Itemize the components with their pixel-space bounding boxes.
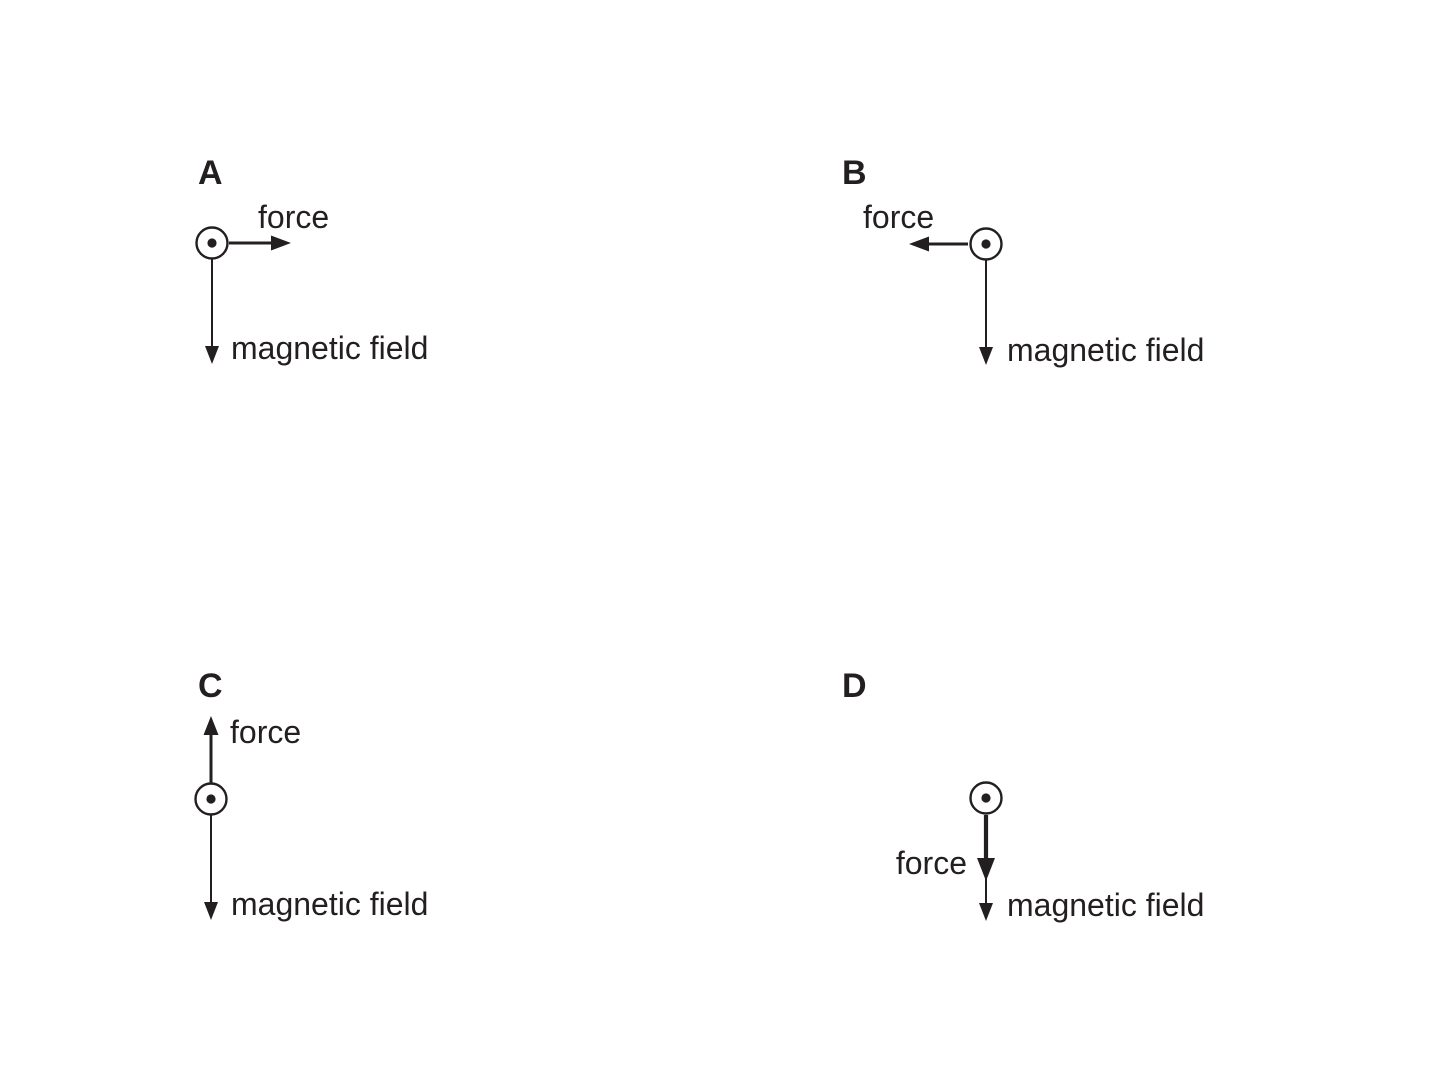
current-out-of-page-icon <box>969 227 1003 261</box>
magnetic-field-label: magnetic field <box>231 330 428 366</box>
force-label: force <box>863 199 934 235</box>
panel-b: B force magnetic field <box>820 140 1250 390</box>
force-arrow <box>909 236 968 252</box>
panel-b-letter: B <box>842 154 867 192</box>
force-label: force <box>896 845 967 881</box>
force-label: force <box>230 714 301 750</box>
panel-d-letter: D <box>842 667 867 705</box>
magnetic-field-label: magnetic field <box>1007 887 1204 923</box>
current-out-of-page-icon <box>194 782 228 816</box>
panel-c: C force magnetic field <box>170 655 530 945</box>
magnetic-field-label: magnetic field <box>1007 332 1204 368</box>
panel-c-letter: C <box>198 667 223 705</box>
force-arrow <box>203 716 219 783</box>
panel-d: D force magnetic field <box>820 655 1250 945</box>
panel-a-letter: A <box>198 154 223 192</box>
current-out-of-page-icon <box>969 781 1003 815</box>
magnetic-field-arrow <box>204 815 218 920</box>
panel-a: A force magnetic field <box>170 140 530 390</box>
current-out-of-page-icon <box>195 226 229 260</box>
magnetic-field-arrow <box>205 259 219 364</box>
magnetic-field-arrow <box>979 260 993 365</box>
force-arrow <box>977 815 995 881</box>
magnetic-field-label: magnetic field <box>231 886 428 922</box>
force-arrow <box>229 235 291 251</box>
force-label: force <box>258 199 329 235</box>
